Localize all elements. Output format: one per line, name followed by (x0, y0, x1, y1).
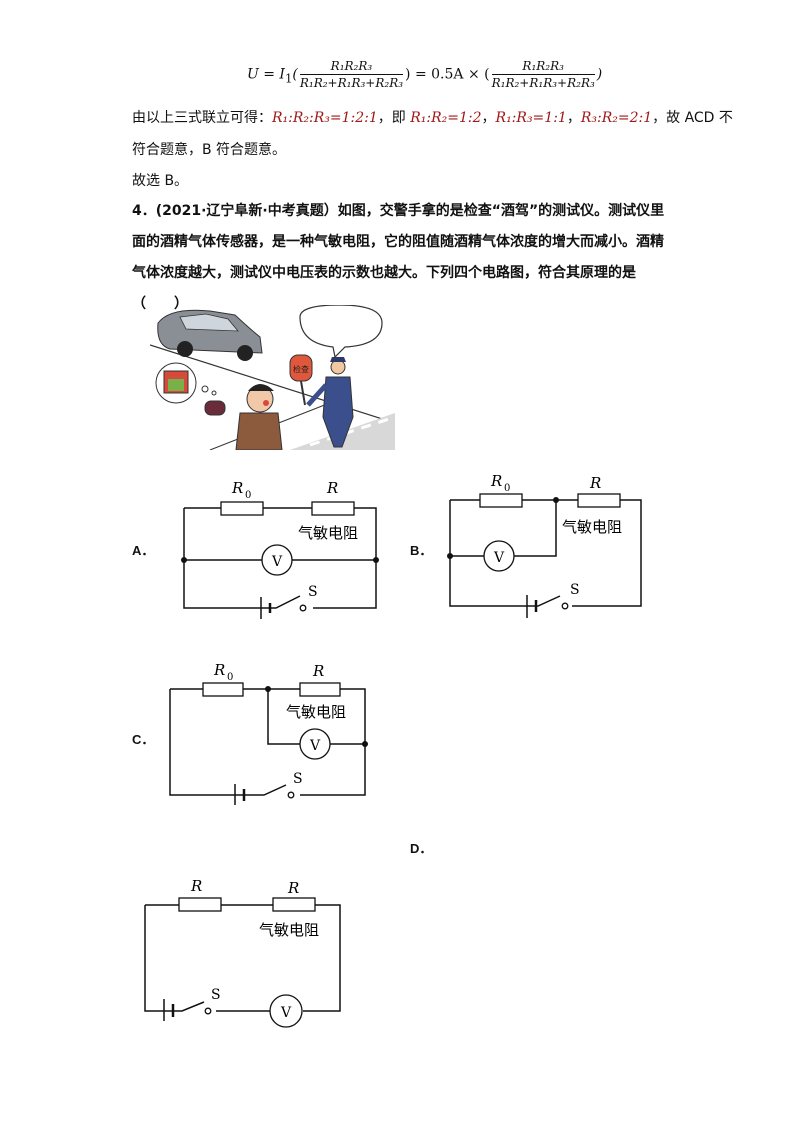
ratio-4: R₃:R₂=2:1 (580, 110, 653, 126)
conclusion-line-1: 由以上三式联立可得：R₁:R₂:R₃=1:2:1，即 R₁:R₂=1:2，R₁:… (132, 108, 733, 128)
resistor-r (311, 501, 355, 516)
conclusion-prefix: 由以上三式联立可得： (132, 110, 272, 126)
driver-icon (204, 384, 283, 450)
formula-middle: ) = 0.5A × ( (405, 66, 490, 83)
label-voltmeter: V (493, 550, 505, 566)
formula-lhs-sub: 1 (284, 71, 293, 86)
voltmeter-icon (269, 994, 303, 1028)
label-switch: S (570, 582, 580, 598)
speech-bubble (299, 305, 383, 359)
conclusion-line-2: 符合题意，B 符合题意。 (132, 142, 287, 158)
separator-2: ， (566, 110, 581, 126)
label-voltmeter: V (271, 554, 283, 570)
label-r-2: R (287, 879, 299, 897)
resistor-r (299, 682, 341, 697)
voltmeter-icon (299, 728, 331, 760)
separator-1: ， (481, 110, 496, 126)
label-r0: R (231, 479, 243, 497)
circuit-c: R 0 R 气敏电阻 V S (169, 661, 368, 805)
fraction-2-denominator: R₁R₂+R₁R₃+R₂R₃ (491, 76, 595, 90)
label-switch: S (293, 771, 303, 787)
option-d-label: D． (410, 841, 433, 856)
conclusion-suffix: ，故 ACD 不 (652, 110, 733, 126)
thought-picture-icon (155, 362, 217, 404)
fraction-2-numerator: R₁R₂R₃ (491, 58, 595, 75)
label-r0: R (490, 472, 502, 490)
option-a-label: A． (132, 543, 155, 558)
car-icon (157, 309, 263, 361)
voltmeter-icon (261, 544, 293, 576)
resistor-r0 (479, 493, 523, 508)
fraction-1-numerator: R₁R₂R₃ (299, 58, 404, 75)
circuit-a: R 0 R 气敏电阻 V S (181, 479, 379, 619)
label-sensor: 气敏电阻 (562, 518, 622, 536)
ratio-2: R₁:R₂=1:2 (410, 110, 482, 126)
label-sensor: 气敏电阻 (259, 921, 319, 939)
resistor-r (577, 493, 621, 508)
option-b-label: B． (410, 543, 433, 558)
option-c-label: C． (132, 732, 155, 747)
label-r0: R (213, 661, 225, 679)
formula-lhs: U = I (247, 66, 285, 83)
label-r-1: R (190, 877, 202, 895)
conclusion-mid: ，即 (377, 110, 411, 126)
answer-line: 故选 B。 (132, 173, 189, 189)
ratio-1: R₁:R₂:R₃=1:2:1 (272, 110, 378, 126)
label-r0-sub: 0 (227, 672, 233, 683)
question-text: 4．(2021·辽宁阜新·中考真题）如图，交警手拿的是检查“酒驾”的测试仪。测试… (132, 203, 665, 312)
circuit-d: R R 气敏电阻 V S (144, 877, 341, 1028)
label-sensor: 气敏电阻 (298, 524, 358, 542)
circuit-b: R 0 R 气敏电阻 V S (447, 472, 642, 618)
resistor-r-1 (178, 897, 222, 912)
voltmeter-icon (483, 540, 515, 572)
police-officer-icon: 检查 (289, 354, 354, 448)
fraction-1-denominator: R₁R₂+R₁R₃+R₂R₃ (299, 76, 404, 90)
label-sensor: 气敏电阻 (286, 703, 346, 721)
label-r0-sub: 0 (504, 483, 510, 494)
traffic-police-illustration: 检查 (150, 305, 395, 450)
resistor-r0 (220, 501, 264, 516)
label-r0-sub: 0 (245, 490, 251, 501)
label-voltmeter: V (309, 738, 321, 754)
label-switch: S (308, 584, 318, 600)
label-voltmeter: V (280, 1005, 292, 1021)
ratio-3: R₁:R₃=1:1 (495, 110, 567, 126)
resistor-r-2 (272, 897, 316, 912)
resistor-r0 (202, 682, 244, 697)
label-r: R (312, 662, 324, 680)
label-switch: S (211, 987, 221, 1003)
label-r: R (326, 479, 338, 497)
sign-text: 检查 (293, 364, 309, 374)
label-r: R (589, 474, 601, 492)
